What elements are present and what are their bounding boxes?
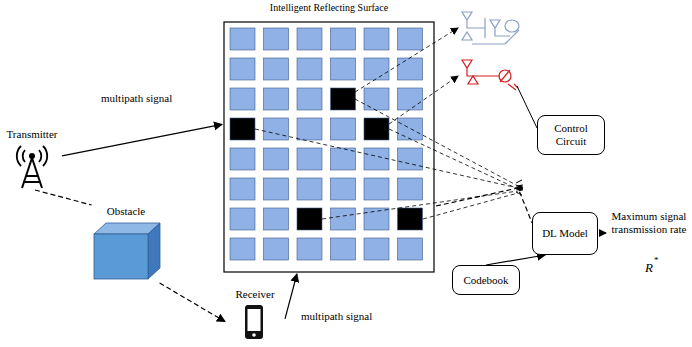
irs-element bbox=[398, 88, 423, 110]
irs-element bbox=[264, 178, 289, 200]
obstacle-cube bbox=[88, 220, 164, 282]
obstacle-node: Obstacle bbox=[86, 205, 166, 283]
irs-element bbox=[364, 178, 389, 200]
node-label: Control Circuit bbox=[542, 122, 600, 147]
irs-element bbox=[398, 118, 423, 140]
irs-element bbox=[264, 28, 289, 50]
irs-element bbox=[364, 28, 389, 50]
irs-element bbox=[230, 208, 255, 230]
irs-element bbox=[331, 148, 356, 170]
irs-element bbox=[331, 88, 356, 110]
signal-arrow bbox=[62, 124, 222, 155]
element-symbol-active bbox=[462, 60, 518, 90]
irs-element bbox=[230, 88, 255, 110]
node-label: Intelligent Reflecting Surface bbox=[222, 2, 436, 14]
irs-element bbox=[230, 58, 255, 80]
signal-arrow bbox=[160, 283, 225, 322]
process-box: Control Circuit bbox=[537, 115, 605, 155]
irs-element bbox=[230, 178, 255, 200]
irs-element bbox=[364, 238, 389, 260]
irs-element bbox=[398, 208, 423, 230]
irs-element bbox=[364, 58, 389, 80]
node-label: Transmitter bbox=[2, 128, 62, 141]
process-box: DL Model bbox=[532, 212, 598, 255]
antenna-icon bbox=[12, 144, 52, 190]
irs-cells bbox=[230, 28, 423, 260]
irs-node: Intelligent Reflecting Surface bbox=[222, 2, 436, 274]
rate-symbol: R bbox=[645, 261, 653, 276]
irs-element bbox=[297, 148, 322, 170]
signal-arrow bbox=[35, 190, 92, 205]
irs-element bbox=[398, 28, 423, 50]
receiver-node: Receiver bbox=[225, 288, 285, 344]
irs-element bbox=[230, 118, 255, 140]
element-symbol bbox=[462, 12, 519, 44]
node-label: Receiver bbox=[225, 288, 285, 301]
leader-lines bbox=[255, 28, 518, 219]
node-label: Obstacle bbox=[86, 205, 166, 218]
irs-element bbox=[230, 28, 255, 50]
irs-element bbox=[297, 118, 322, 140]
irs-element bbox=[230, 238, 255, 260]
process-box: Codebook bbox=[452, 265, 520, 295]
output-label: Maximum signal transmission rate bbox=[607, 210, 691, 235]
irs-element bbox=[297, 208, 322, 230]
irs-element bbox=[230, 148, 255, 170]
irs-element bbox=[264, 88, 289, 110]
irs-element bbox=[297, 88, 322, 110]
irs-element bbox=[297, 58, 322, 80]
irs-element bbox=[331, 208, 356, 230]
node-label: Codebook bbox=[463, 274, 508, 287]
signal-arrow bbox=[285, 274, 297, 319]
edge-label: multipath signal bbox=[100, 92, 173, 104]
irs-element bbox=[264, 208, 289, 230]
irs-element bbox=[398, 58, 423, 80]
irs-element bbox=[331, 58, 356, 80]
control-wire bbox=[517, 86, 537, 128]
transmitter-node: Transmitter bbox=[2, 128, 62, 190]
irs-panel bbox=[224, 22, 434, 272]
rate-superscript: * bbox=[654, 255, 659, 265]
signal-arrow bbox=[486, 255, 545, 265]
irs-element bbox=[331, 118, 356, 140]
irs-element bbox=[398, 148, 423, 170]
irs-element bbox=[264, 148, 289, 170]
irs-element bbox=[331, 178, 356, 200]
irs-element bbox=[297, 238, 322, 260]
irs-element bbox=[264, 238, 289, 260]
irs-element bbox=[297, 178, 322, 200]
irs-element bbox=[264, 118, 289, 140]
irs-element bbox=[364, 148, 389, 170]
output-arrow bbox=[599, 233, 606, 234]
irs-element bbox=[398, 238, 423, 260]
phone-icon bbox=[243, 304, 267, 342]
signal-arrow bbox=[436, 188, 532, 223]
irs-element bbox=[364, 118, 389, 140]
irs-element bbox=[264, 58, 289, 80]
irs-element bbox=[331, 28, 356, 50]
irs-element bbox=[398, 178, 423, 200]
node-label: DL Model bbox=[542, 227, 588, 240]
edge-label: multipath signal bbox=[300, 310, 373, 322]
irs-element bbox=[297, 28, 322, 50]
irs-element bbox=[331, 238, 356, 260]
irs-element bbox=[364, 88, 389, 110]
irs-element bbox=[364, 208, 389, 230]
